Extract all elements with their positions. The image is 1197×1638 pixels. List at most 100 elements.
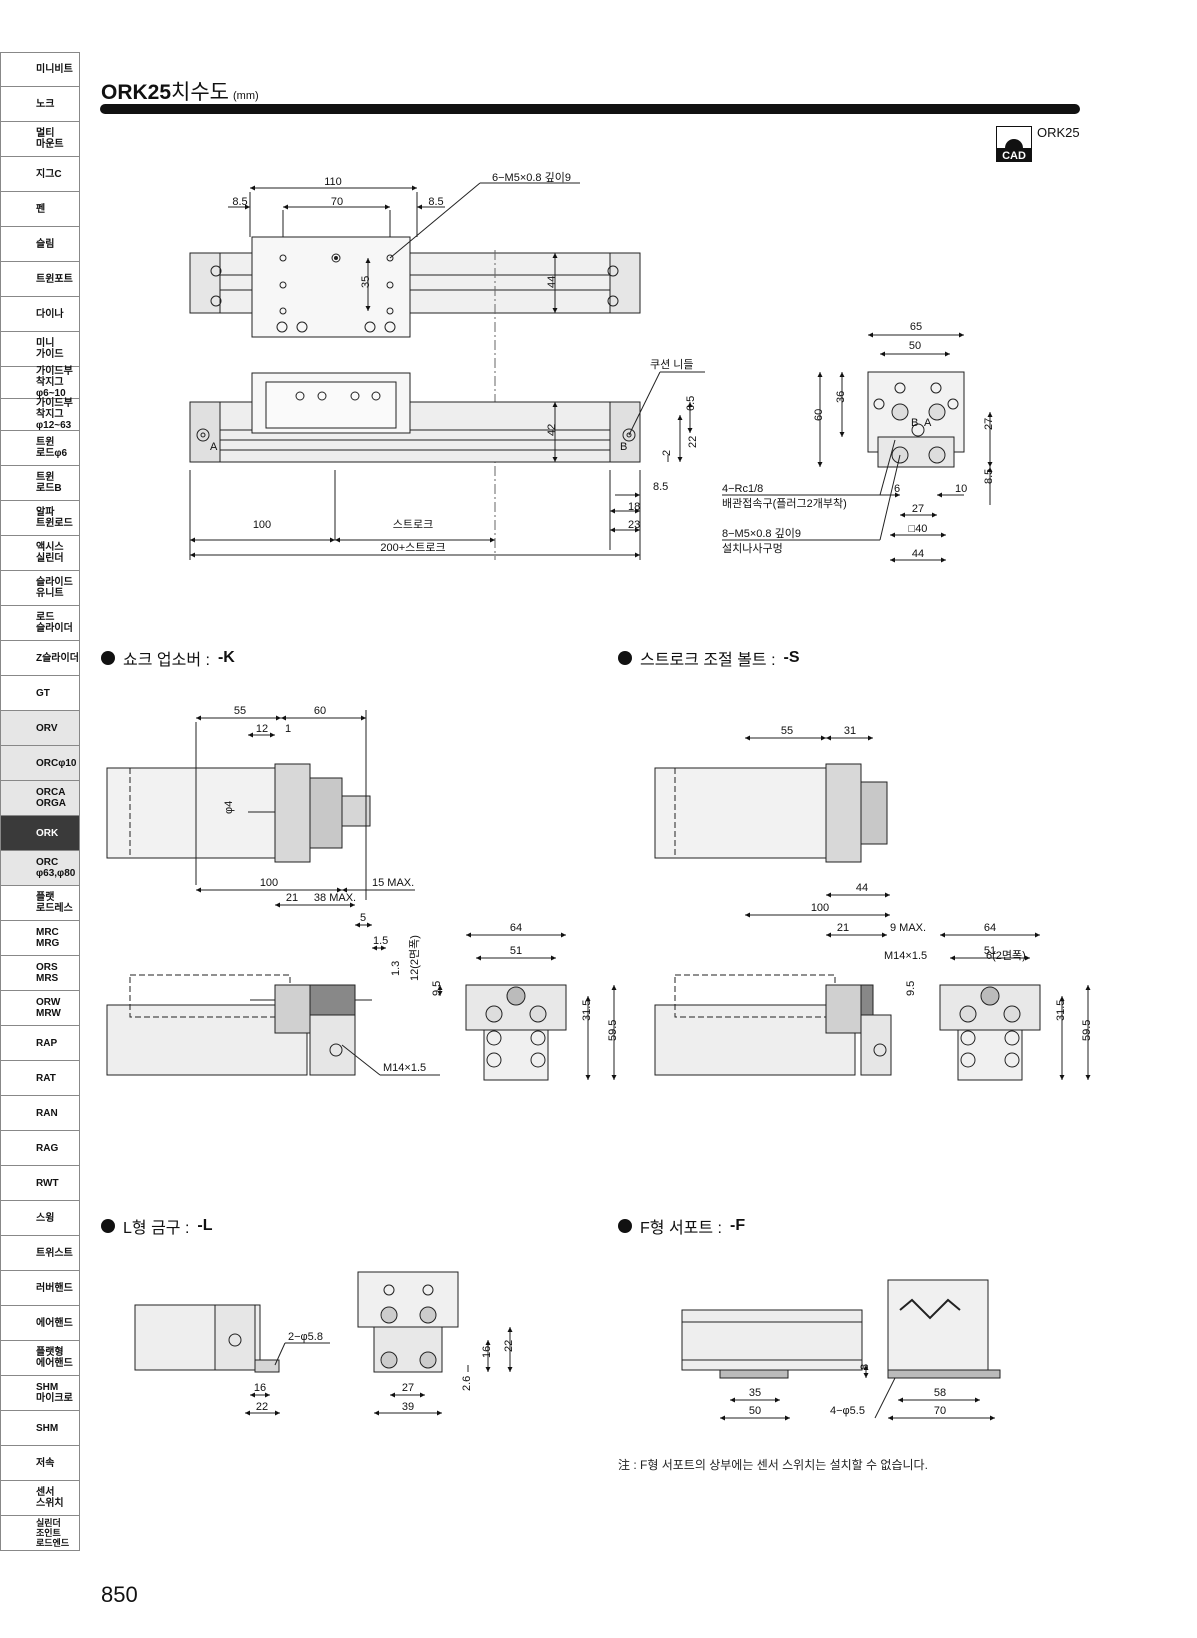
svg-text:51: 51	[510, 945, 522, 957]
sidebar-item[interactable]: 플랫형 에어핸드	[0, 1341, 80, 1376]
sidebar-item[interactable]: SHM	[0, 1411, 80, 1446]
svg-text:22: 22	[503, 1340, 515, 1352]
l-option-side-view	[134, 1304, 330, 1416]
svg-text:1: 1	[285, 723, 291, 735]
sidebar-item-label: SHM 마이크로	[36, 1382, 73, 1404]
svg-text:31.5: 31.5	[1055, 1000, 1067, 1021]
sidebar-item[interactable]: ORS MRS	[0, 956, 80, 991]
svg-text:31.5: 31.5	[581, 1000, 593, 1021]
sidebar-item[interactable]: 액시스 실린더	[0, 536, 80, 571]
sidebar-item[interactable]: 슬림	[0, 227, 80, 262]
sidebar-item-label: 트윈 로드φ6	[36, 437, 68, 459]
svg-text:50: 50	[909, 340, 921, 352]
sidebar-item[interactable]: 트위스트	[0, 1236, 80, 1271]
sidebar-item-label: 미니 가이드	[36, 338, 64, 360]
section-heading-f: F형 서포트 : -F	[618, 1214, 745, 1238]
sidebar-item-label: 트윈포트	[36, 273, 73, 285]
svg-text:65: 65	[910, 321, 922, 333]
sidebar-item[interactable]: 알파 트윈로드	[0, 501, 80, 536]
svg-text:4−Rc1/8: 4−Rc1/8	[722, 483, 763, 495]
title-divider	[100, 104, 1080, 114]
sidebar-item[interactable]: ORCφ10	[0, 746, 80, 781]
sidebar-item-label: ORS MRS	[36, 962, 59, 984]
sidebar-item-label: ORCφ10	[36, 757, 77, 769]
svg-text:23: 23	[628, 519, 640, 531]
k-option-end-view	[437, 932, 617, 1081]
svg-text:2: 2	[661, 450, 673, 456]
svg-text:M14×1.5: M14×1.5	[383, 1062, 426, 1074]
sidebar-item[interactable]: Z슬라이더	[0, 641, 80, 676]
sidebar-item[interactable]: 에어핸드	[0, 1306, 80, 1341]
sidebar-item[interactable]: 로드 슬라이더	[0, 606, 80, 641]
sidebar-item-label: 가이드부착지그 φ6~10	[36, 366, 73, 399]
s-dimension-labels: 55 31 44 100 21 9 MAX. M14×1.5 9.5 64 51…	[781, 725, 1093, 1041]
sidebar-item[interactable]: ORK	[0, 816, 80, 851]
sidebar-item-label: 알파 트윈로드	[36, 507, 73, 529]
sidebar-item-label: MRC MRG	[36, 927, 60, 949]
sidebar-item-label: ORCA ORGA	[36, 787, 66, 809]
sidebar-item[interactable]: 트윈 로드B	[0, 466, 80, 501]
svg-text:배관접속구(플러그2개부착): 배관접속구(플러그2개부착)	[722, 497, 847, 510]
sidebar-item[interactable]: RAG	[0, 1131, 80, 1166]
sidebar-item-label: 액시스 실린더	[36, 542, 64, 564]
svg-text:16: 16	[481, 1346, 493, 1358]
sidebar-item[interactable]: 가이드부착지그 φ6~10	[0, 366, 80, 399]
main-top-view	[189, 182, 641, 560]
sidebar-item[interactable]: 스윙	[0, 1201, 80, 1236]
svg-text:설치나사구멍: 설치나사구멍	[722, 542, 783, 555]
sidebar-item[interactable]: GT	[0, 676, 80, 711]
svg-text:70: 70	[934, 1405, 946, 1417]
bullet-icon	[101, 1219, 115, 1233]
sidebar-item[interactable]: RWT	[0, 1166, 80, 1201]
sidebar-item[interactable]: 멀티 마운트	[0, 122, 80, 157]
sidebar-item[interactable]: 다이나	[0, 297, 80, 332]
sidebar-item[interactable]: RAN	[0, 1096, 80, 1131]
sidebar-item[interactable]: 노크	[0, 87, 80, 122]
svg-text:44: 44	[546, 276, 558, 288]
svg-text:64: 64	[984, 922, 996, 934]
sidebar-item[interactable]: SHM 마이크로	[0, 1376, 80, 1411]
svg-text:60: 60	[314, 705, 326, 717]
sidebar-item[interactable]: 트윈포트	[0, 262, 80, 297]
svg-text:6: 6	[894, 483, 900, 495]
svg-text:22: 22	[256, 1401, 268, 1413]
f-option-side-view	[681, 1309, 863, 1421]
svg-text:8.5: 8.5	[232, 196, 247, 208]
sidebar-item[interactable]: 트윈 로드φ6	[0, 431, 80, 466]
sidebar-item[interactable]: 미니 가이드	[0, 332, 80, 367]
cad-icon[interactable]: CAD	[996, 126, 1032, 162]
sidebar-item[interactable]: ORCA ORGA	[0, 781, 80, 816]
sidebar-item[interactable]: 펜	[0, 192, 80, 227]
sidebar-item-label: SHM	[36, 1422, 59, 1434]
sidebar-item[interactable]: 센서 스위치	[0, 1481, 80, 1516]
sidebar-item[interactable]: 러버핸드	[0, 1271, 80, 1306]
svg-text:44: 44	[856, 882, 868, 894]
sidebar-item[interactable]: ORV	[0, 711, 80, 746]
sidebar-item[interactable]: 가이드부착지그 φ12~63	[0, 398, 80, 431]
svg-text:12: 12	[256, 723, 268, 735]
page-number: 850	[101, 1582, 138, 1607]
sidebar-item[interactable]: 저속	[0, 1446, 80, 1481]
cad-badge-label: CAD	[1002, 150, 1026, 162]
sidebar-item[interactable]: RAT	[0, 1061, 80, 1096]
sidebar-item[interactable]: 미니비트	[0, 52, 80, 87]
svg-text:22: 22	[687, 436, 699, 448]
sidebar-item[interactable]: ORW MRW	[0, 991, 80, 1026]
sidebar-item[interactable]: 플랫 로드레스	[0, 886, 80, 921]
sidebar-item[interactable]: RAP	[0, 1026, 80, 1061]
sidebar-item-label: 가이드부착지그 φ12~63	[36, 398, 73, 431]
sidebar-item-label: 노크	[36, 98, 55, 110]
bullet-icon	[618, 1219, 632, 1233]
svg-text:6(2면폭): 6(2면폭)	[986, 949, 1026, 962]
sidebar-item-label: 슬라이드 유니트	[36, 577, 73, 599]
section-heading-k: 쇼크 업소버 : -K	[101, 646, 235, 670]
sidebar-item[interactable]: MRC MRG	[0, 921, 80, 956]
k-option-top-view	[106, 710, 415, 900]
sidebar-item[interactable]: 슬라이드 유니트	[0, 571, 80, 606]
svg-text:27: 27	[912, 503, 924, 515]
sidebar-item-label: 트위스트	[36, 1247, 73, 1259]
sidebar-item[interactable]: 지그C	[0, 157, 80, 192]
sidebar-item[interactable]: ORC φ63,φ80	[0, 851, 80, 886]
sidebar-item[interactable]: 실린더 조인트 로드엔드	[0, 1516, 80, 1551]
